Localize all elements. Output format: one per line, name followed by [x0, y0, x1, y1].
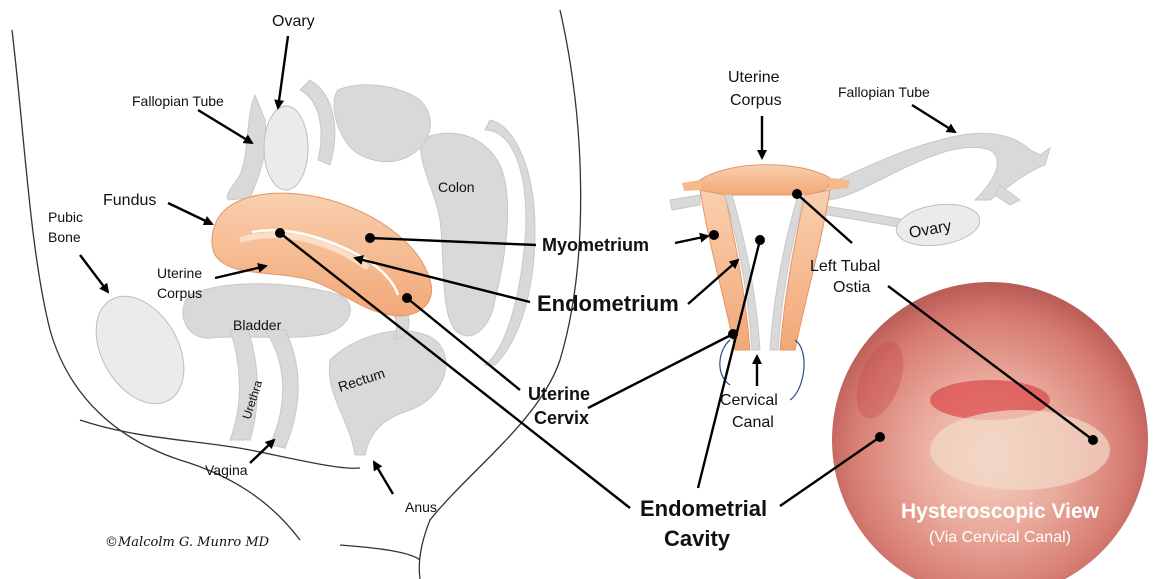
leader-myometrium-right [675, 236, 708, 243]
tube-fimbria [995, 185, 1020, 205]
hysteroscopic-cavity [930, 410, 1110, 490]
perineum-line [340, 545, 420, 560]
vagina-shape [265, 330, 298, 448]
label-fundus: Fundus [103, 192, 156, 209]
label-anus: Anus [405, 499, 437, 515]
fallopian-tube-right-shape [820, 133, 1050, 200]
label-uterine-corpus-right-2: Corpus [730, 92, 782, 109]
label-left-tubal-ostia-1: Left Tubal [810, 258, 880, 275]
label-colon: Colon [438, 179, 475, 195]
label-ovary-top: Ovary [272, 13, 315, 30]
upper-bowel-shape [334, 85, 430, 162]
arrow-anus [374, 462, 393, 494]
dot-myometrium-left [365, 233, 375, 243]
dot-tubal-ostia [792, 189, 802, 199]
pubic-bone [78, 281, 202, 419]
hysteroscopic-subtitle: (Via Cervical Canal) [929, 529, 1071, 546]
label-bladder: Bladder [233, 317, 282, 333]
label-endometrium: Endometrium [537, 291, 679, 316]
text-labels: Ovary Fallopian Tube Fundus Pubic Bone U… [48, 13, 953, 551]
dot-cervix-left [402, 293, 412, 303]
label-pubic-bone-2: Bone [48, 229, 81, 245]
hysteroscopic-view: Hysteroscopic View (Via Cervical Canal) [832, 282, 1148, 579]
colon-shape [420, 133, 508, 336]
uterine-corpus-top [699, 165, 831, 195]
label-endometrial-cavity-2: Cavity [664, 526, 731, 551]
label-fallopian-left: Fallopian Tube [132, 93, 224, 109]
ovary-left [264, 106, 308, 190]
leader-cervix-right [588, 334, 733, 408]
copyright: ©Malcolm G. Munro MD [105, 535, 270, 550]
arrow-fallopian-right [912, 105, 955, 132]
label-cervical-canal-2: Canal [732, 414, 774, 431]
arrow-fallopian-left [198, 110, 252, 143]
label-pubic-bone-1: Pubic [48, 209, 83, 225]
tube-arm-left [682, 180, 702, 191]
label-vagina: Vagina [205, 462, 248, 478]
label-uterine-cervix-1: Uterine [528, 384, 590, 404]
label-uterine-cervix-2: Cervix [534, 408, 589, 428]
label-uterine-corpus-left-1: Uterine [157, 265, 202, 281]
arrow-ovary-top [278, 36, 288, 108]
label-fallopian-right: Fallopian Tube [838, 84, 930, 100]
hysteroscopic-title: Hysteroscopic View [901, 500, 1100, 523]
dot-cavity-left [275, 228, 285, 238]
label-myometrium: Myometrium [542, 235, 649, 255]
dot-myometrium-right [709, 230, 719, 240]
ovary-left-tube-region [227, 95, 266, 200]
arrow-pubic-bone [80, 255, 108, 292]
label-uterine-corpus-left-2: Corpus [157, 285, 202, 301]
label-cervical-canal-1: Cervical [720, 392, 778, 409]
dot-cavity-center [755, 235, 765, 245]
dot-cavity-right [875, 432, 885, 442]
label-endometrial-cavity-1: Endometrial [640, 496, 767, 521]
fallopian-stub-left [670, 195, 700, 210]
arrow-fundus [168, 203, 212, 224]
arrow-vagina [250, 440, 274, 463]
label-left-tubal-ostia-2: Ostia [833, 279, 870, 296]
label-uterine-corpus-right-1: Uterine [728, 69, 780, 86]
dot-ostia-view [1088, 435, 1098, 445]
